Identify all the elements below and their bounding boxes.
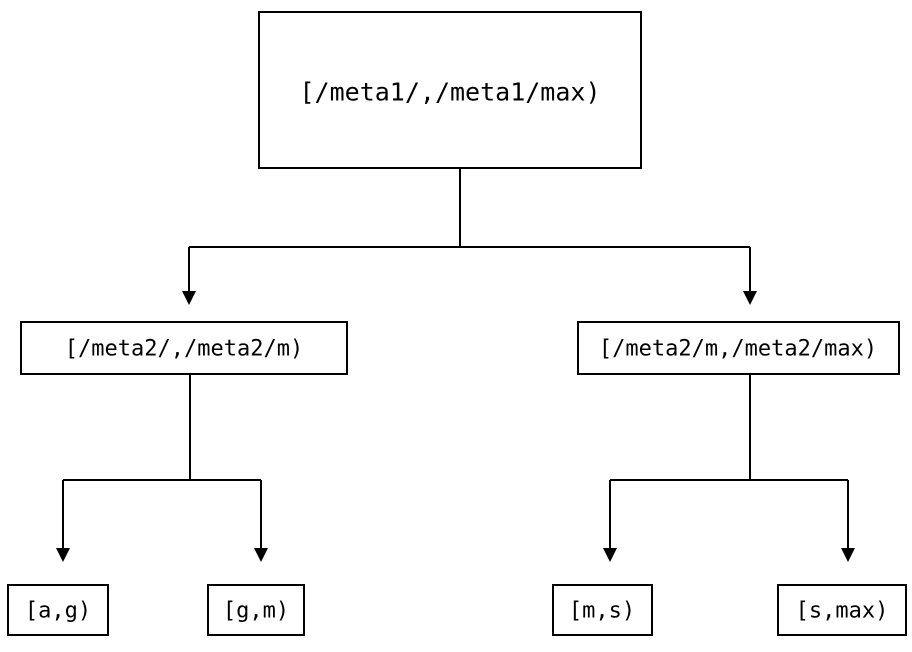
node-leaf-m-s-label: [m,s) (569, 599, 635, 624)
node-leaf-g-m[interactable]: [g,m) (206, 583, 306, 637)
node-leaf-m-s-box (551, 583, 654, 637)
node-leaf-g-m-box (206, 583, 306, 637)
arrowhead-mid-right-to-leaf3 (603, 548, 617, 562)
node-leaf-s-max-label: [s,max) (796, 599, 889, 624)
arrowhead-root-to-mid-left (182, 291, 196, 305)
arrowhead-root-to-mid-right (743, 291, 757, 305)
node-root-label: [/meta1/,/meta1/max) (299, 78, 600, 107)
node-leaf-a-g-box (6, 583, 110, 637)
edge-group-mid-left-to-leaves (56, 374, 268, 562)
node-mid-right[interactable]: [/meta2/m,/meta2/max) (576, 320, 901, 376)
node-leaf-a-g-label: [a,g) (25, 599, 91, 624)
edge-group-mid-right-to-leaves (603, 374, 855, 562)
node-mid-right-label: [/meta2/m,/meta2/max) (599, 337, 877, 362)
node-leaf-s-max-box (776, 583, 908, 637)
node-mid-right-box (576, 320, 901, 376)
node-leaf-s-max[interactable]: [s,max) (776, 583, 908, 637)
node-root-box (257, 10, 643, 170)
node-mid-left-label: [/meta2/,/meta2/m) (65, 337, 303, 362)
node-mid-left[interactable]: [/meta2/,/meta2/m) (19, 320, 349, 376)
node-leaf-g-m-label: [g,m) (223, 599, 289, 624)
arrowhead-mid-left-to-leaf1 (56, 548, 70, 562)
arrowhead-mid-right-to-leaf4 (841, 548, 855, 562)
node-mid-left-box (19, 320, 349, 376)
node-leaf-a-g[interactable]: [a,g) (6, 583, 110, 637)
edge-group-root-to-mid (182, 168, 757, 305)
arrowhead-mid-left-to-leaf2 (254, 548, 268, 562)
node-root[interactable]: [/meta1/,/meta1/max) (257, 10, 643, 170)
node-leaf-m-s[interactable]: [m,s) (551, 583, 654, 637)
